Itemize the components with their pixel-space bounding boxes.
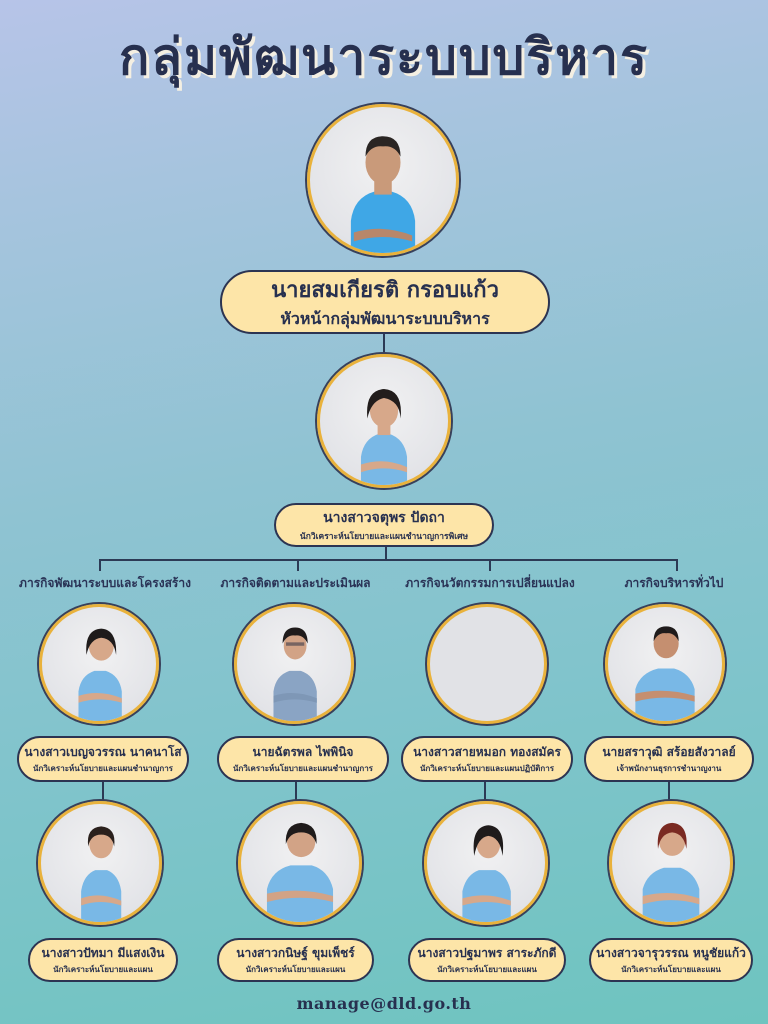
connector-line [295, 782, 297, 800]
staff-photo [238, 801, 362, 925]
staff-name-card: นางสาวปฐมาพร สาระภักดี นักวิเคราะห์นโยบา… [408, 938, 566, 982]
mission-label-general-admin: ภารกิจบริหารทั่วไป [624, 576, 724, 590]
head-position: หัวหน้ากลุ่มพัฒนาระบบบริหาร [280, 309, 490, 328]
person-photo-icon [266, 822, 334, 922]
staff-name-card: นางสาวจารุวรรณ หนูชัยแก้ว นักวิเคราะห์นโ… [589, 938, 753, 982]
staff-name-card: นายฉัตรพล ไพพินิจ นักวิเคราะห์นโยบายและแ… [217, 736, 389, 782]
staff-name-card: นางสาวกนิษฐ์ ขุมเพ็ชร์ นักวิเคราะห์นโยบา… [217, 938, 374, 982]
staff-position: นักวิเคราะห์นโยบายและแผน [53, 964, 153, 974]
person-photo-icon [360, 389, 408, 485]
connector-line [99, 559, 101, 571]
connector-line [668, 782, 670, 800]
connector-line [676, 559, 678, 571]
staff-position: นักวิเคราะห์นโยบายและแผน [245, 964, 346, 974]
staff-name: นางสาวเบญจวรรณ นาคนาโส [24, 745, 182, 759]
connector-line [484, 782, 486, 800]
staff-position: นักวิเคราะห์นโยบายและแผนชำนาญการ [33, 763, 173, 773]
head-name: นายสมเกียรติ กรอบแก้ว [271, 277, 499, 303]
mission-label-monitoring: ภารกิจติดตามและประเมินผล [220, 576, 371, 590]
staff-name: นางสาวสายหมอก ทองสมัคร [413, 745, 561, 759]
mission-label-structure: ภารกิจพัฒนาระบบและโครงสร้าง [19, 576, 191, 590]
staff-position: นักวิเคราะห์นโยบายและแผนชำนาญการ [233, 763, 373, 773]
connector-line [99, 559, 677, 561]
staff-name-card: นางสาวเบญจวรรณ นาคนาโส นักวิเคราะห์นโยบา… [17, 736, 189, 782]
staff-name-card: นางสาวปัทมา มีแสงเงิน นักวิเคราะห์นโยบาย… [28, 938, 178, 982]
staff-position: เจ้าพนักงานธุรการชำนาญงาน [616, 763, 722, 773]
page-title: กลุ่มพัฒนาระบบบริหาร [119, 27, 649, 86]
connector-line [489, 559, 491, 571]
deputy-name-card: นางสาวจตุพร ปัดถา นักวิเคราะห์นโยบายและแ… [274, 503, 494, 547]
staff-photo [38, 801, 162, 925]
person-photo-icon [635, 626, 695, 721]
connector-line [383, 334, 385, 354]
deputy-position: นักวิเคราะห์นโยบายและแผนชำนาญการพิเศษ [299, 532, 469, 542]
person-photo-icon [642, 822, 700, 922]
staff-photo-placeholder [427, 604, 547, 724]
staff-position: นักวิเคราะห์นโยบายและแผน [621, 964, 721, 974]
staff-name: นางสาวปัทมา มีแสงเงิน [41, 946, 165, 960]
person-photo-icon [462, 825, 511, 922]
staff-name: นางสาวจารุวรรณ หนูชัยแก้ว [596, 946, 746, 960]
staff-photo [234, 604, 354, 724]
connector-line [102, 782, 104, 800]
deputy-name: นางสาวจตุพร ปัดถา [323, 510, 445, 526]
person-photo-icon [273, 627, 317, 721]
head-photo [307, 104, 459, 256]
person-photo-icon [350, 136, 416, 253]
staff-name: นายฉัตรพล ไพพินิจ [252, 745, 354, 759]
staff-name: นางสาวปฐมาพร สาระภักดี [417, 946, 557, 960]
connector-line [385, 547, 387, 559]
staff-name: นายสราวุฒิ สร้อยสังวาลย์ [602, 745, 736, 759]
contact-email: manage@dld.go.th [296, 994, 472, 1013]
deputy-photo [317, 354, 451, 488]
connector-line [297, 559, 299, 571]
staff-name-card: นางสาวสายหมอก ทองสมัคร นักวิเคราะห์นโยบา… [401, 736, 573, 782]
staff-position: นักวิเคราะห์นโยบายและแผน [437, 964, 537, 974]
staff-name: นางสาวกนิษฐ์ ขุมเพ็ชร์ [236, 946, 355, 960]
staff-photo [39, 604, 159, 724]
mission-label-innovation: ภารกิจนวัตกรรมการเปลี่ยนแปลง [405, 576, 575, 590]
staff-photo [424, 801, 548, 925]
staff-photo [605, 604, 725, 724]
staff-name-card: นายสราวุฒิ สร้อยสังวาลย์ เจ้าพนักงานธุรก… [584, 736, 754, 782]
head-name-card: นายสมเกียรติ กรอบแก้ว หัวหน้ากลุ่มพัฒนาร… [220, 270, 550, 334]
person-photo-icon [78, 628, 122, 721]
staff-position: นักวิเคราะห์นโยบายและแผนปฏิบัติการ [420, 763, 554, 773]
person-photo-icon [81, 826, 122, 922]
staff-photo [609, 801, 733, 925]
